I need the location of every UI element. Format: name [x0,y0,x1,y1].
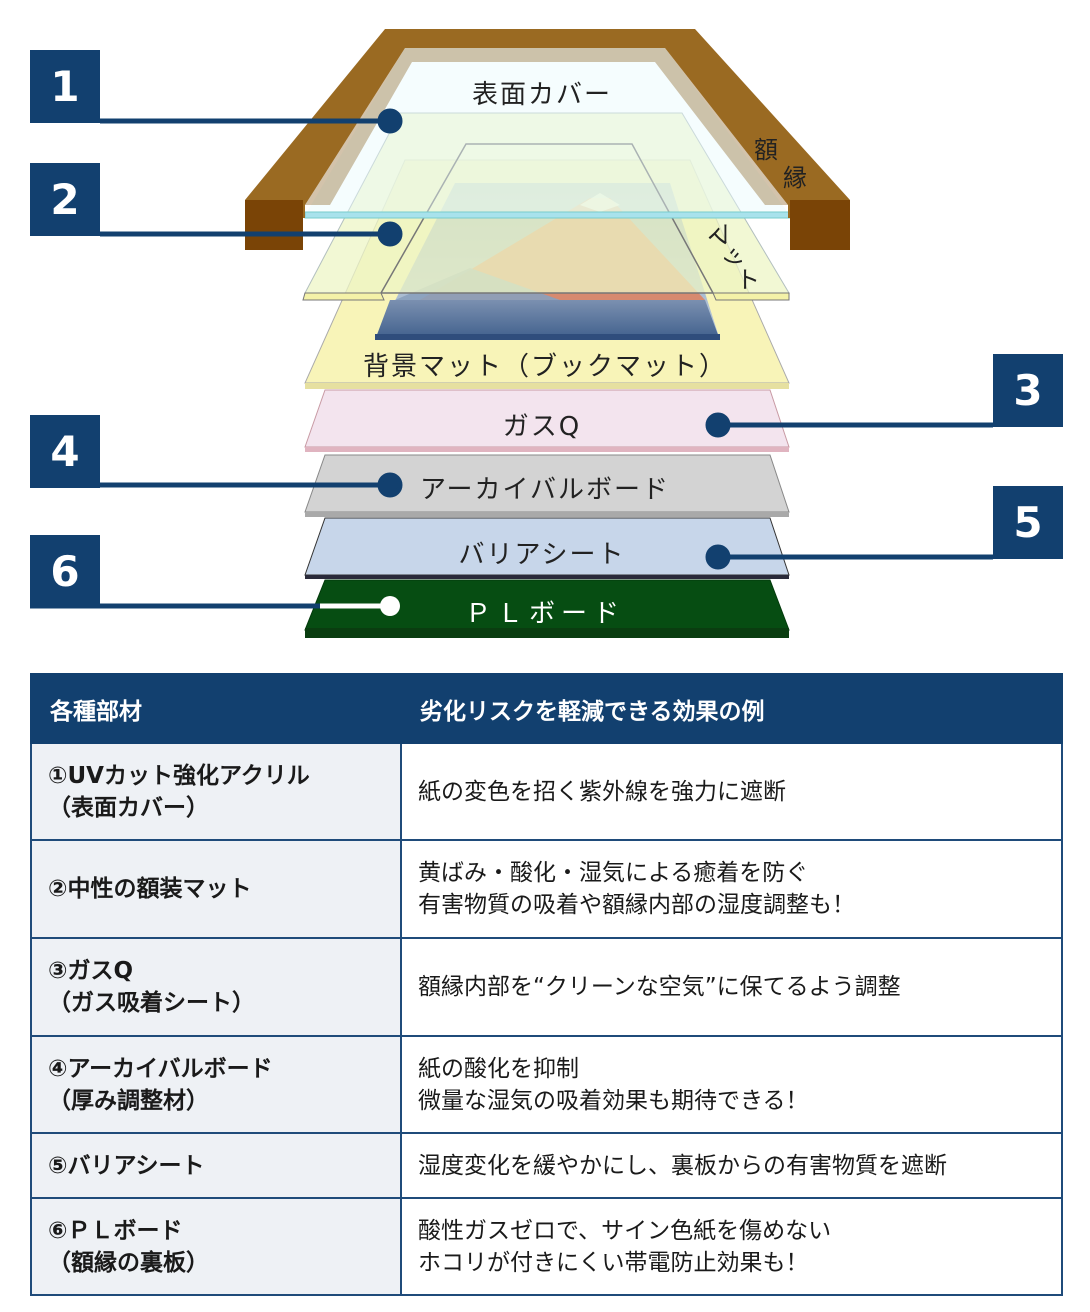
label-gas-q: ガスQ [502,412,582,442]
badge-6: 6 [30,535,100,608]
part-cell: ③ガスQ （ガス吸着シート） [30,937,402,1037]
table-row: ②中性の額装マット 黄ばみ・酸化・湿気による癒着を防ぐ 有害物質の吸着や額縁内部… [30,839,1063,939]
table-row: ①UVカット強化アクリル （表面カバー） 紙の変色を招く紫外線を強力に遮断 [30,742,1063,841]
effect-cell: 湿度変化を緩やかにし、裏板からの有害物質を遮断 [400,1132,1063,1199]
label-barrier-sheet: バリアシート [458,540,626,570]
label-mat-char-3: ト [736,266,760,294]
badge-1: 1 [30,50,100,123]
header-effects: 劣化リスクを軽減できる効果の例 [400,673,1063,744]
archival-board-layer [304,454,790,517]
barrier-sheet-layer [304,517,790,579]
part-cell: ⑤バリアシート [30,1132,402,1199]
badge-4: 4 [30,415,100,488]
effect-cell: 紙の酸化を抑制 微量な湿気の吸着効果も期待できる！ [400,1035,1063,1134]
part-cell: ①UVカット強化アクリル （表面カバー） [30,742,402,841]
label-surface-cover: 表面カバー [471,80,613,110]
label-frame-char-2: 縁 [783,164,807,192]
label-mat-char-1: マ [704,222,732,246]
leader-lines [30,108,993,616]
effect-cell: 額縁内部を“クリーンな空気”に保てるよう調整 [400,937,1063,1037]
layer-illustration [30,29,993,638]
label-archival-board: アーカイバルボード [420,475,670,505]
label-frame-char-1: 額 [754,136,778,164]
effect-cell: 黄ばみ・酸化・湿気による癒着を防ぐ 有害物質の吸着や額縁内部の湿度調整も！ [400,839,1063,939]
part-cell: ④アーカイバルボード （厚み調整材） [30,1035,402,1134]
effect-cell: 酸性ガスゼロで、サイン色紙を傷めない ホコリが付きにくい帯電防止効果も！ [400,1197,1063,1296]
picture-frame [245,29,850,250]
badge-5: 5 [993,486,1063,559]
badge-3: 3 [993,354,1063,427]
table-row: ⑥ＰＬボード （額縁の裏板） 酸性ガスゼロで、サイン色紙を傷めない ホコリが付き… [30,1197,1063,1296]
pl-board-layer [304,579,790,638]
table-header-row: 各種部材 劣化リスクを軽減できる効果の例 [30,673,1063,744]
part-cell: ②中性の額装マット [30,839,402,939]
badge-2: 2 [30,163,100,236]
label-backing-mat: 背景マット（ブックマット） [362,352,728,382]
header-parts: 各種部材 [30,673,402,744]
frame-layer-diagram: 1 2 3 4 5 6 表面カバー 背景マット（ブックマット） ガスQ アーカイ… [30,29,1063,638]
table-row: ③ガスQ （ガス吸着シート） 額縁内部を“クリーンな空気”に保てるよう調整 [30,937,1063,1037]
effect-cell: 紙の変色を招く紫外線を強力に遮断 [400,742,1063,841]
parts-effects-table: 各種部材 劣化リスクを軽減できる効果の例 ①UVカット強化アクリル （表面カバー… [30,673,1063,1296]
table-row: ⑤バリアシート 湿度変化を緩やかにし、裏板からの有害物質を遮断 [30,1132,1063,1199]
table-row: ④アーカイバルボード （厚み調整材） 紙の酸化を抑制 微量な湿気の吸着効果も期待… [30,1035,1063,1134]
gas-q-layer [304,389,790,452]
part-cell: ⑥ＰＬボード （額縁の裏板） [30,1197,402,1296]
label-pl-board: ＰＬボード [464,599,626,629]
